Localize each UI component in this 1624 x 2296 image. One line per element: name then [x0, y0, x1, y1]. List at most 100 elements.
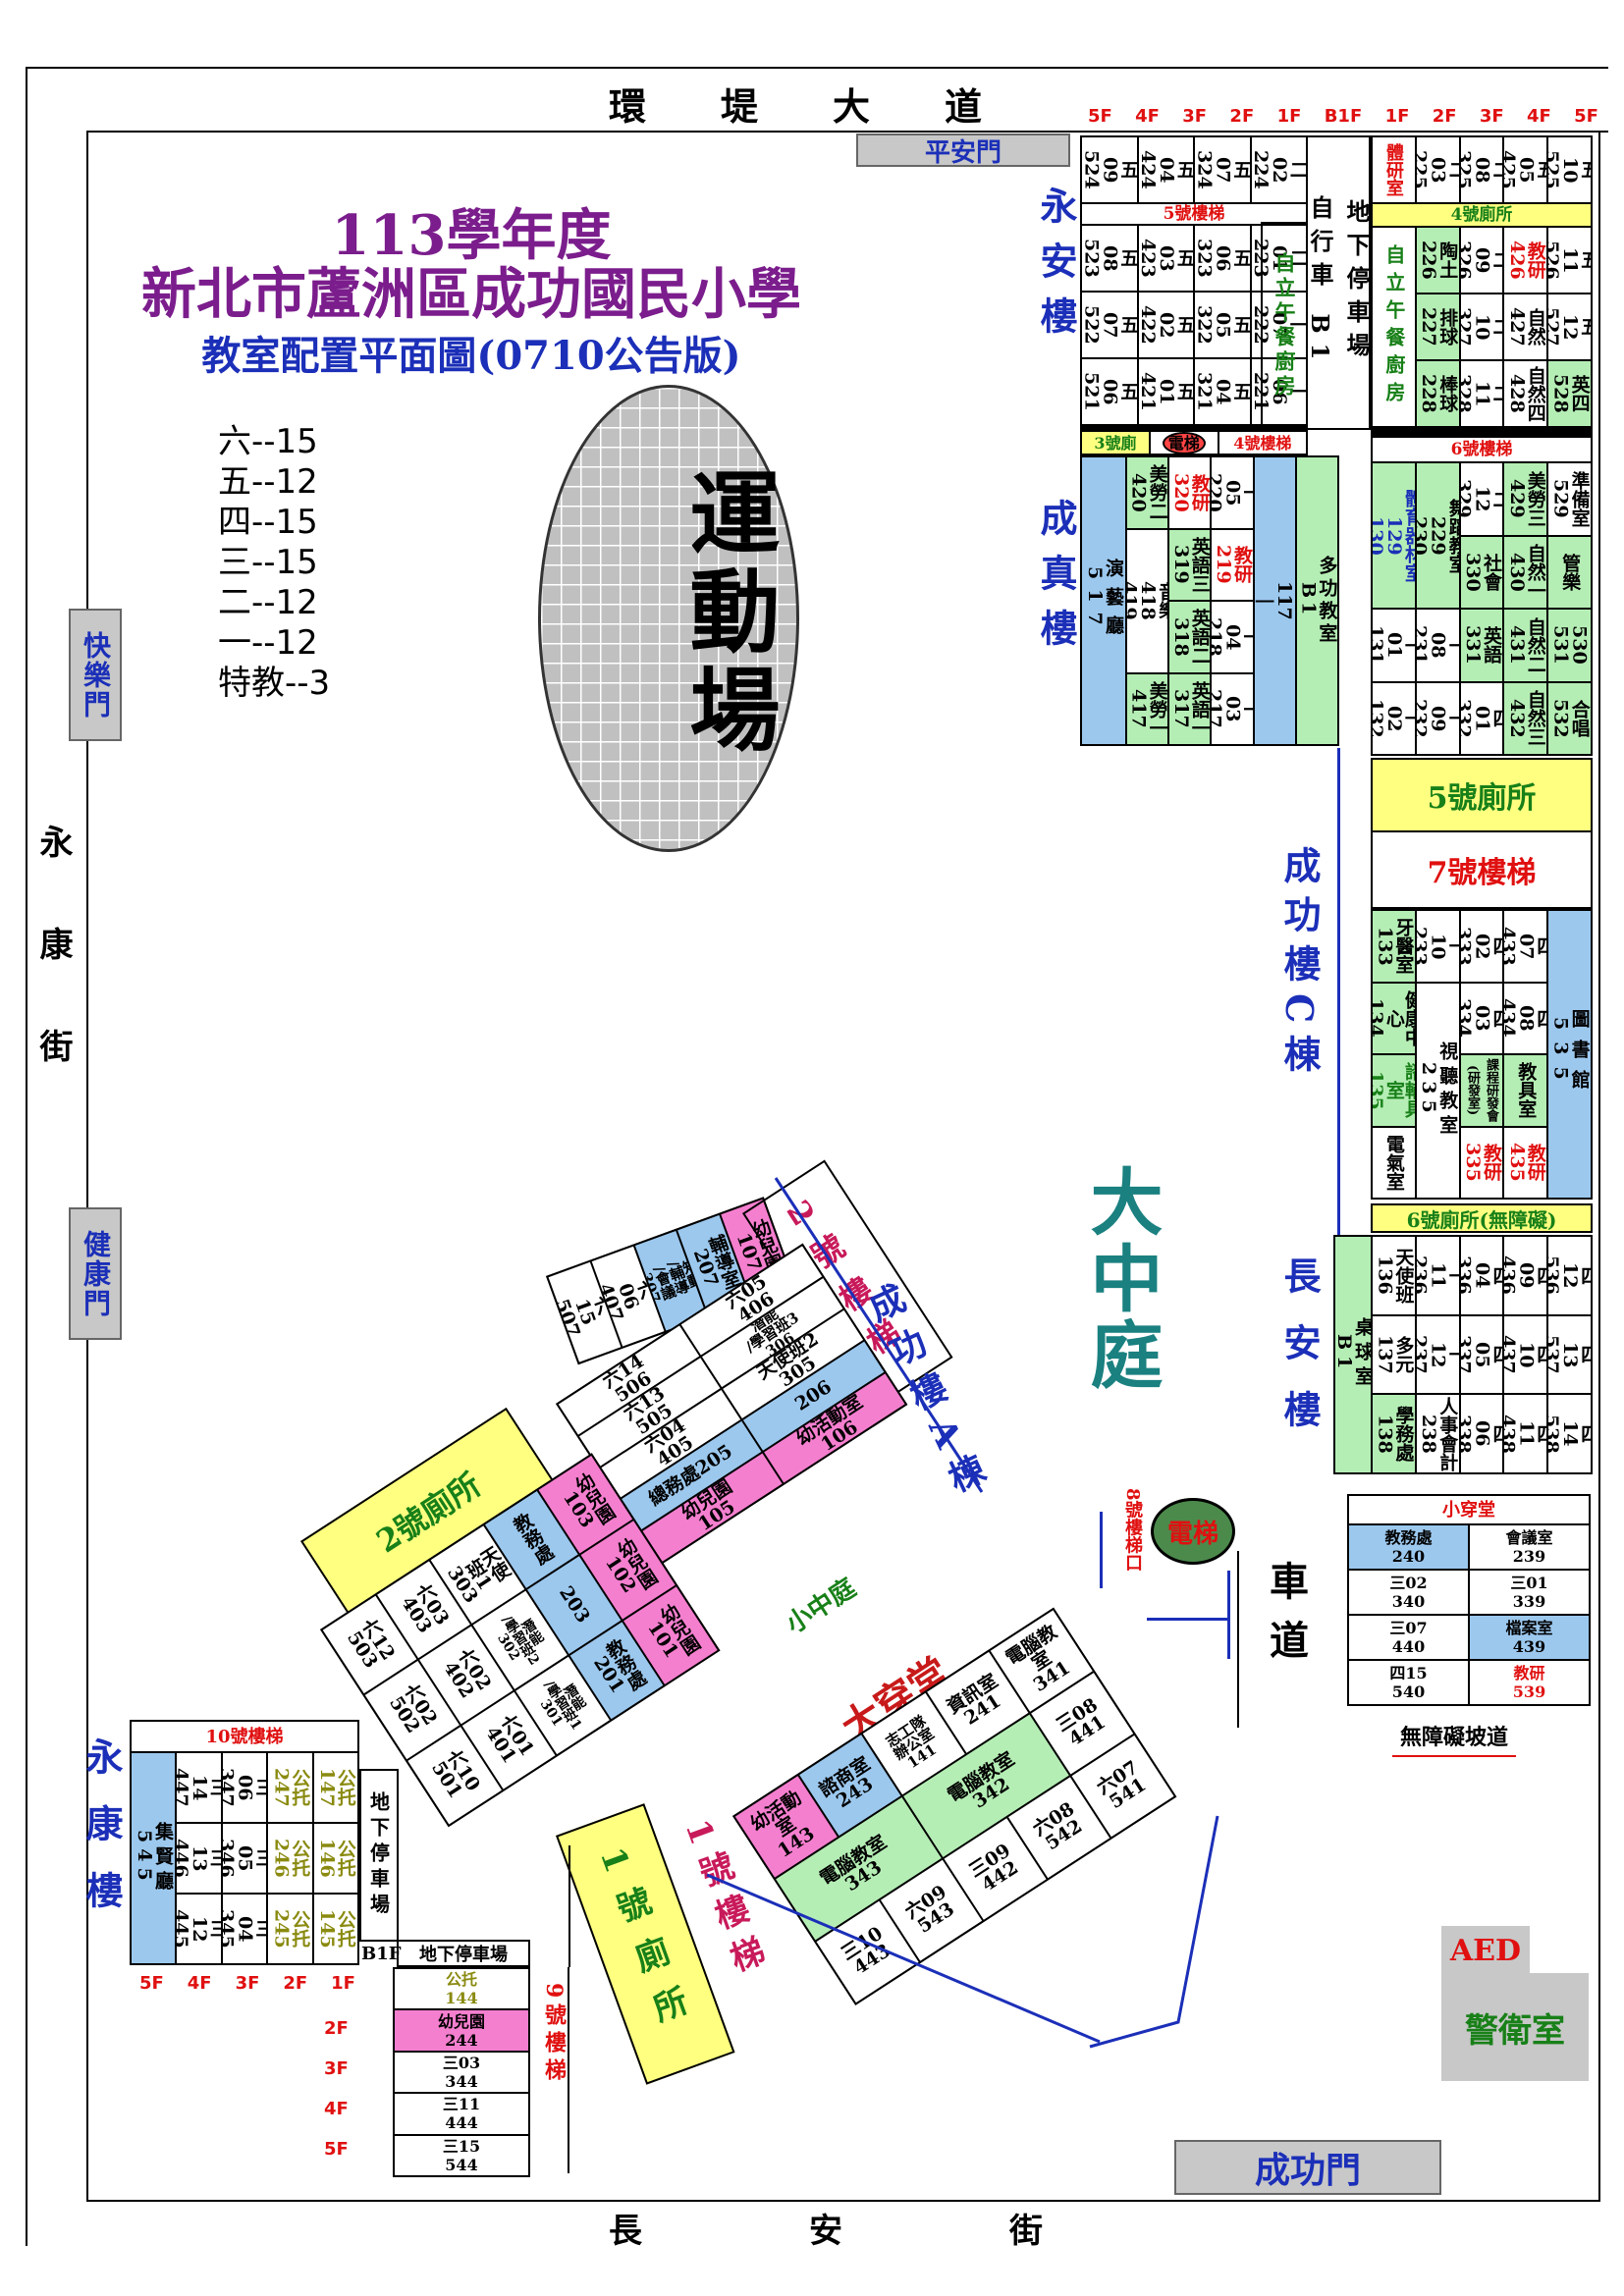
count-2: 二--12 — [218, 583, 318, 622]
hall-545: 集賢廳 545 — [132, 1753, 175, 1963]
room: 教研 320 — [1169, 457, 1211, 528]
yongkang-block: 10號樓梯 集賢廳 545 三 14 447 三 06 347 公托 247 公… — [130, 1720, 359, 1965]
stairs-band-yongan: 3號廁 電梯 4號樓梯 — [1080, 430, 1308, 455]
room: 二 11 328 — [1460, 361, 1503, 426]
driveway-line — [1237, 1551, 1239, 1728]
floor-label: 5F — [139, 1973, 164, 1994]
class-counts: 六--15 五--12 四--15 三--15 二--12 一--12 特教--… — [218, 422, 330, 704]
toilet-5: 5號廁所 — [1371, 758, 1593, 832]
building-chang-an: 長安樓 — [1277, 1256, 1322, 1457]
right-boundary — [1598, 131, 1600, 2202]
room: 五 05 425 — [1504, 137, 1547, 202]
gate-jian-kang: 健康門 — [69, 1207, 122, 1340]
floor-label: 1F — [331, 1973, 355, 1994]
courtyard-label: 大中庭 — [1078, 1164, 1163, 1394]
room: 幼兒園 244 — [395, 2010, 528, 2051]
room: 五 01 421 — [1138, 359, 1193, 424]
room: 四 07 433 — [1504, 911, 1547, 982]
floor-label: 4F — [1135, 106, 1160, 127]
count-5: 五--12 — [218, 462, 318, 502]
room: 牙醫室 133 — [1373, 911, 1415, 982]
room: 五 03 423 — [1138, 226, 1193, 291]
room: 三01 339 — [1470, 1571, 1589, 1614]
changan-block: 桌球室 B1 天使班 136 一 11 236 四 04 336 四 09 43… — [1333, 1235, 1593, 1474]
floor-label: 5F — [324, 2139, 349, 2160]
room: 五 07 324 — [1195, 137, 1250, 202]
parking-floor: 自行車 B1 — [1306, 195, 1334, 370]
small-hall-title: 小穿堂 — [1349, 1496, 1589, 1523]
street-left: 永康街 — [33, 825, 73, 1131]
room: 學務處 138 — [1373, 1395, 1415, 1472]
floor-label: 3F — [235, 1973, 260, 1994]
room: 會議室 239 — [1470, 1525, 1589, 1569]
room: 陶土 226 — [1416, 228, 1459, 293]
count-4: 四--15 — [218, 503, 318, 542]
toilet-3: 3號廁 — [1082, 432, 1149, 454]
room: 一 06 221 — [1251, 359, 1306, 424]
room: 英四 528 — [1548, 361, 1591, 426]
room: 諮輔具室 135 — [1373, 1055, 1415, 1126]
room: 合唱 532 — [1548, 682, 1591, 754]
parking-yongkang: 地下停車場 — [359, 1769, 399, 1942]
inner-top-boundary — [86, 131, 1608, 133]
theater: 演藝廳 517 — [1082, 457, 1125, 744]
b9-block: 公托 144 幼兒園 244 三03 344 三11 444 三15 544 — [393, 1967, 530, 2177]
building-cheng-gong-c: 成功樓C棟 — [1277, 846, 1322, 1085]
room: 教務處 240 — [1349, 1525, 1468, 1569]
multi-room: 多功教室 B1 — [1296, 457, 1337, 744]
room: 自然二 431 — [1504, 610, 1547, 681]
room: 美勞一 417 — [1127, 673, 1168, 744]
floor-label: 2F — [283, 1973, 308, 1994]
room: 530 531 — [1548, 610, 1591, 681]
room: 三 04 345 — [222, 1895, 266, 1963]
room: 五 09 524 — [1082, 137, 1137, 202]
room: 四 02 333 — [1460, 911, 1503, 982]
floor-label: 2F — [1229, 106, 1255, 127]
room: 準備室 529 — [1548, 463, 1591, 535]
room: 一 07 222 — [1251, 293, 1306, 357]
floor-label: 4F — [324, 2099, 349, 2119]
room: 天使班 136 — [1373, 1237, 1415, 1314]
floor-labels-yongkang: 5F 4F 3F 2F 1F — [139, 1973, 355, 1994]
path-line — [1089, 1815, 1219, 2049]
room: 三 12 445 — [177, 1895, 221, 1963]
room: 二 09 326 — [1460, 228, 1503, 293]
room: 公托 147 — [313, 1753, 357, 1822]
room: 四 08 434 — [1504, 983, 1547, 1053]
room: 多元 137 — [1373, 1315, 1415, 1394]
floor-labels-top: 5F 4F 3F 2F 1F B1F 1F 2F 3F 4F 5F — [1088, 106, 1598, 127]
room: 四 06 338 — [1460, 1395, 1503, 1472]
elevator-8-label: 電梯 — [1166, 1519, 1218, 1549]
toilet-6: 6號廁所(無障礙) — [1371, 1203, 1593, 1233]
title-subtitle: 教室配置平面圖(0710公告版) — [201, 333, 741, 379]
room: 一 11 236 — [1416, 1237, 1459, 1314]
room: 四 03 334 — [1460, 983, 1503, 1053]
library-2: 圖書館 535 — [1548, 911, 1591, 1198]
floor-labels-b9: 2F 3F 4F 5F — [324, 2008, 349, 2169]
street-top: 環 堤 大 道 — [609, 84, 983, 129]
gate-ping-an: 平安門 — [856, 133, 1070, 168]
room: 一 12 237 — [1416, 1315, 1459, 1394]
room: 教研 435 — [1504, 1127, 1547, 1198]
street-bottom: 長 安 街 — [609, 2212, 1043, 2251]
room: 社會 330 — [1460, 536, 1503, 608]
room: 自然一 430 — [1504, 536, 1547, 608]
room: 人事會計 238 — [1416, 1395, 1459, 1472]
small-hall-block: 小穿堂 教務處 240 會議室 239 三02 340 三01 339 三07 … — [1347, 1494, 1591, 1706]
library: 圖書館 117 | 120 — [1254, 457, 1295, 744]
floor-label: 5F — [1574, 106, 1598, 127]
room: 公托 144 — [395, 1969, 528, 2009]
room: 三07 440 — [1349, 1616, 1468, 1659]
parking-yongan: 地下停車場 自行車 B1 — [1306, 135, 1371, 430]
room: 四 12 536 — [1548, 1237, 1591, 1314]
room: 教研 335 — [1460, 1127, 1503, 1198]
east-lunch: 自立午餐廚房 — [1373, 228, 1415, 426]
count-special: 特教--3 — [218, 664, 331, 703]
stairs-8: 8號樓梯口 — [1122, 1488, 1143, 1572]
stairs-6: 6號樓梯 — [1373, 438, 1591, 461]
room: 一 10 233 — [1416, 911, 1459, 982]
building-yong-an: 永安樓 — [1034, 187, 1078, 351]
room: 英語一 317 — [1169, 673, 1211, 744]
room: 五 04 321 — [1195, 359, 1250, 424]
room: 五 06 521 — [1082, 359, 1137, 424]
